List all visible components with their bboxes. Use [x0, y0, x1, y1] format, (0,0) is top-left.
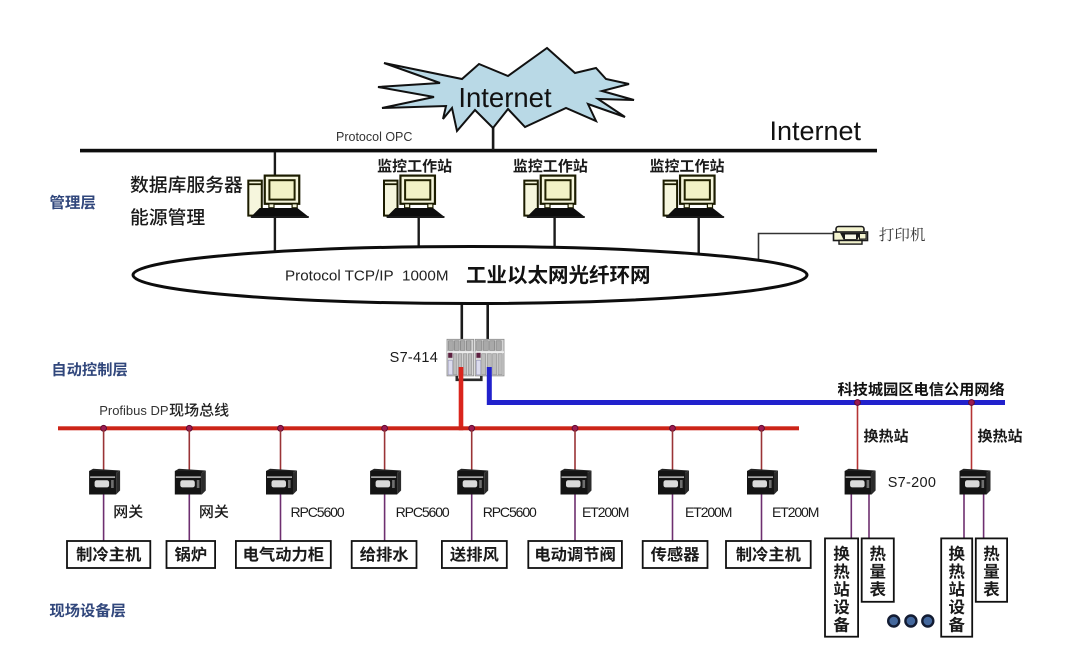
- svg-text:Internet: Internet: [458, 82, 552, 113]
- svg-text:ET200M: ET200M: [772, 504, 819, 520]
- svg-text:RPC5600: RPC5600: [483, 504, 537, 520]
- svg-text:Profibus DP: Profibus DP: [99, 403, 168, 418]
- svg-text:ET200M: ET200M: [685, 504, 732, 520]
- svg-text:RPC5600: RPC5600: [291, 504, 345, 520]
- svg-text:Protocol TCP/IP 1000M: Protocol TCP/IP 1000M: [285, 268, 448, 285]
- svg-text:Protocol OPC: Protocol OPC: [336, 130, 412, 144]
- svg-text:Internet: Internet: [770, 116, 862, 146]
- svg-text:S7-200: S7-200: [888, 475, 937, 491]
- svg-text:S7-414: S7-414: [390, 350, 439, 366]
- svg-text:ET200M: ET200M: [582, 504, 629, 520]
- svg-text:RPC5600: RPC5600: [396, 504, 450, 520]
